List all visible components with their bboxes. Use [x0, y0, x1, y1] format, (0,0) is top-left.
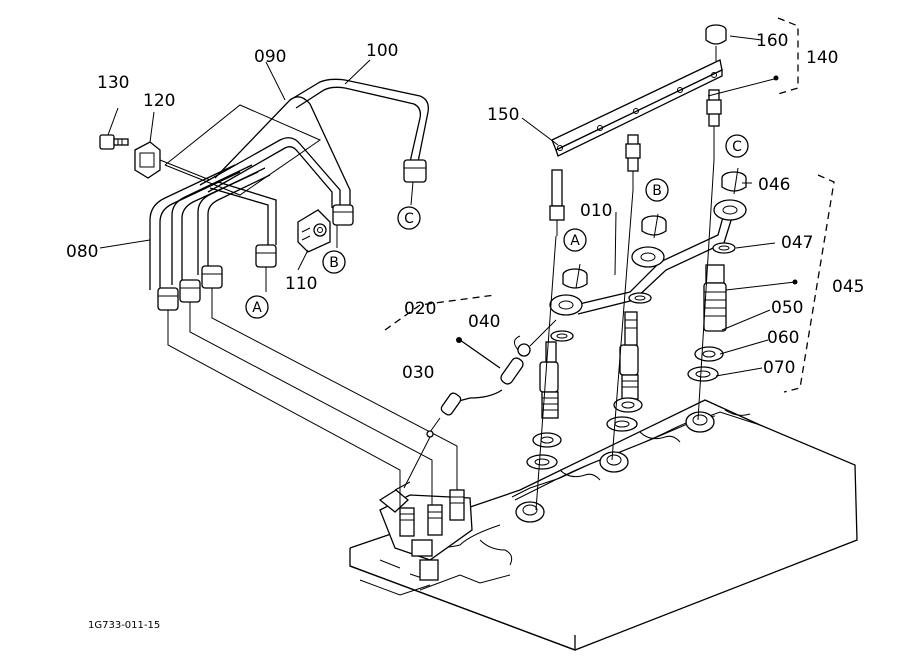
connector-b-lower: B [322, 250, 346, 274]
nut-160 [705, 24, 727, 62]
washer-046 [562, 171, 747, 289]
label-140: 140 [806, 48, 838, 68]
label-050: 050 [771, 298, 803, 318]
label-110: 110 [285, 274, 317, 294]
label-100: 100 [366, 41, 398, 61]
bracket-045 [783, 174, 835, 393]
connector-b-label: B [329, 255, 339, 271]
leader-lines [99, 35, 798, 377]
clamp-120 [134, 141, 211, 181]
connector-a-label: A [252, 300, 262, 316]
injection-pipe-080 [149, 164, 458, 510]
label-090: 090 [254, 47, 286, 67]
injection-pipe-090 [199, 96, 354, 292]
connector-a-lower: A [245, 295, 269, 319]
connector-c-label: C [404, 211, 414, 227]
label-080: 080 [66, 242, 98, 262]
connector-a-label: A [570, 233, 580, 249]
pipe-clamp-110 [297, 209, 331, 253]
label-040: 040 [468, 312, 500, 332]
return-pipe-020 [403, 337, 524, 489]
bracket-140 [777, 17, 799, 95]
washer-060 [532, 346, 724, 448]
label-046: 046 [758, 175, 790, 195]
connector-b-label: B [652, 183, 662, 199]
label-010: 010 [580, 201, 612, 221]
injection-nozzle-050 [539, 264, 727, 419]
label-150: 150 [487, 105, 519, 125]
label-047: 047 [781, 233, 813, 253]
clip-040 [514, 319, 557, 357]
drawing-code: 1G733-011-15 [88, 620, 160, 631]
label-060: 060 [767, 328, 799, 348]
label-070: 070 [763, 358, 795, 378]
connector-a-upper: A [563, 228, 587, 252]
overflow-pipe-010 [549, 199, 747, 316]
gasket-047 [550, 242, 736, 342]
glow-plug [549, 89, 722, 236]
bracket-020 [384, 294, 496, 331]
connector-c-lower: C [397, 206, 421, 230]
label-120: 120 [143, 91, 175, 111]
label-160: 160 [756, 31, 788, 51]
connector-b-upper: B [645, 178, 669, 202]
glow-plug-lead-150 [551, 59, 723, 157]
gasket-070 [526, 366, 719, 470]
injection-pipe-100 [289, 78, 429, 206]
label-020: 020 [404, 299, 436, 319]
label-045: 045 [832, 277, 864, 297]
label-030: 030 [402, 363, 434, 383]
injection-pump [378, 481, 473, 581]
bolt-130 [99, 134, 129, 150]
label-130: 130 [97, 73, 129, 93]
connector-c-upper: C [725, 134, 749, 158]
connector-c-label: C [732, 139, 742, 155]
